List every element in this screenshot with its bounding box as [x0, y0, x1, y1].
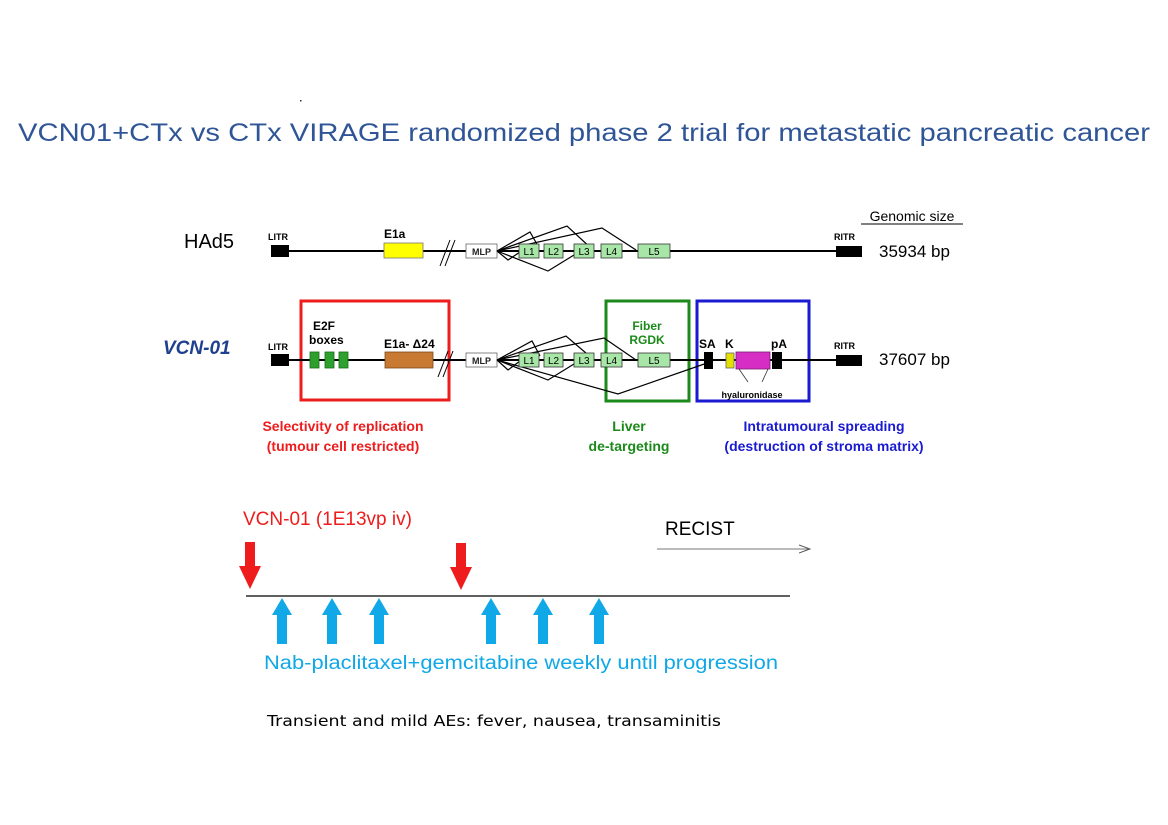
pa-label: pA: [771, 337, 787, 351]
e2f-box-3: [338, 351, 349, 369]
vcn01-gene-l5: [637, 352, 671, 368]
had5-e1a-label: E1a: [384, 227, 406, 241]
pa-block: [772, 352, 782, 369]
vcn01-break-mark-2: [442, 350, 454, 378]
vcn01-gene-l2: [543, 352, 564, 368]
k-block: [725, 352, 735, 369]
had5-splice-4: [496, 250, 575, 272]
chemo-dose-arrow-6: [589, 598, 609, 644]
had5-gene-l3-label: L3: [578, 247, 590, 258]
had5-gene-l4-label: L4: [606, 247, 618, 258]
liver-caption-line1: Liver: [612, 418, 646, 434]
vcn01-genome: VCN-01 LITR E2F boxes E1a- Δ24 MLP L1: [163, 299, 950, 403]
vcn01-gene-l2-label: L2: [548, 356, 560, 367]
vcn01-splice-1: [496, 340, 541, 361]
stray-dot: [300, 100, 302, 102]
had5-ritr-label: RITR: [834, 232, 855, 242]
e2f-label-line2: boxes: [309, 333, 344, 347]
hyaluronidase-label: hyaluronidase: [721, 390, 782, 400]
fiber-label-line2: RGDK: [629, 333, 665, 347]
vcn01-gene-l5-label: L5: [648, 356, 660, 367]
chemo-regimen-label: Nab-placlitaxel+gemcitabine weekly until…: [264, 653, 778, 674]
intratumoural-box: [695, 299, 811, 403]
chemo-dose-arrow-3: [369, 598, 389, 644]
chemo-dose-arrow-5: [533, 598, 553, 644]
had5-break-mark-1: [439, 239, 451, 267]
had5-splice-1: [496, 231, 539, 252]
had5-e1a-gene: [383, 242, 424, 259]
had5-splice-5: [496, 250, 521, 261]
adverse-events-note: Transient and mild AEs: fever, nausea, t…: [266, 712, 721, 730]
vcn01-gene-l1: [518, 352, 540, 368]
had5-label: HAd5: [184, 231, 234, 253]
recist-label: RECIST: [665, 519, 735, 540]
chemo-dose-arrow-4: [481, 598, 501, 644]
had5-mlp-label: MLP: [472, 247, 491, 257]
vcn01-splice-2: [496, 335, 594, 361]
e1a-delta24-gene: [384, 351, 434, 369]
had5-ritr-block: [836, 246, 862, 257]
had5-late-genes: L1 L2 L3 L4 L5: [518, 243, 671, 259]
had5-gene-l1: [518, 243, 540, 259]
vcn01-gene-l3-label: L3: [578, 356, 590, 367]
intratumoural-caption-line2: (destruction of stroma matrix): [724, 438, 923, 454]
fiber-label-line1: Fiber: [632, 319, 662, 333]
vcn01-size: 37607 bp: [879, 350, 950, 369]
had5-gene-l4: [600, 243, 623, 259]
selectivity-caption-line2: (tumour cell restricted): [267, 438, 419, 454]
vcn01-dose-arrow-1: [239, 542, 261, 589]
vcn01-break-mark-1: [437, 350, 449, 378]
vcn01-dose-arrow-2: [450, 543, 472, 590]
vcn01-late-genes: L1 L2 L3 L4 L5: [518, 352, 671, 368]
selectivity-box: [299, 299, 451, 402]
had5-gene-l2-label: L2: [548, 247, 560, 258]
vcn01-gene-l4: [600, 352, 623, 368]
vcn01-gene-l4-label: L4: [606, 356, 618, 367]
page-title: VCN01+CTx vs CTx VIRAGE randomized phase…: [18, 119, 1150, 147]
vcn01-ritr-block: [836, 355, 862, 366]
vcn01-ritr-label: RITR: [834, 341, 855, 351]
vcn01-gene-l1-label: L1: [523, 356, 535, 367]
e2f-label-line1: E2F: [313, 319, 335, 333]
e2f-box-2: [324, 351, 335, 369]
chemo-dose-arrow-2: [322, 598, 342, 644]
had5-litr-block: [271, 245, 289, 257]
liver-detargeting-box: [604, 299, 691, 403]
vcn01-mlp-label: MLP: [472, 356, 491, 366]
vcn01-dose-label: VCN-01 (1E13vp iv): [243, 509, 412, 530]
vcn01-splice-5: [496, 359, 521, 371]
vcn01-label: VCN-01: [163, 338, 231, 359]
hyaluronidase-gene: [735, 351, 771, 370]
had5-break-mark-2: [444, 239, 456, 267]
selectivity-caption-line1: Selectivity of replication: [262, 418, 423, 434]
had5-gene-l5-label: L5: [648, 247, 660, 258]
sa-block: [704, 352, 713, 369]
chemo-dose-arrow-1: [272, 598, 292, 644]
k-label: K: [725, 337, 734, 351]
vcn01-litr-block: [271, 354, 289, 366]
had5-gene-l5: [637, 243, 671, 259]
had5-genome: HAd5 LITR E1a MLP L1 L2 L3 L4 L5 RITR: [184, 225, 950, 272]
had5-splice-2: [496, 225, 593, 252]
hyaluronidase-pointer-2: [761, 368, 769, 383]
liver-caption-line2: de-targeting: [589, 438, 670, 454]
had5-gene-l3: [573, 243, 595, 259]
genomic-size-header: Genomic size: [870, 208, 955, 224]
had5-size: 35934 bp: [879, 242, 950, 261]
intratumoural-caption-line1: Intratumoural spreading: [743, 418, 904, 434]
had5-litr-label: LITR: [268, 232, 288, 242]
had5-splice-3: [496, 227, 637, 252]
hyaluronidase-pointer-1: [738, 368, 749, 383]
had5-gene-l2: [543, 243, 564, 259]
sa-label: SA: [699, 337, 716, 351]
e1a-delta24-label: E1a- Δ24: [384, 337, 435, 351]
vcn01-splice-6: [496, 359, 711, 395]
vcn01-litr-label: LITR: [268, 342, 288, 352]
vcn01-splice-4: [496, 359, 575, 381]
vcn01-gene-l3: [573, 352, 595, 368]
had5-gene-l1-label: L1: [523, 247, 535, 258]
e2f-box-1: [309, 351, 320, 369]
